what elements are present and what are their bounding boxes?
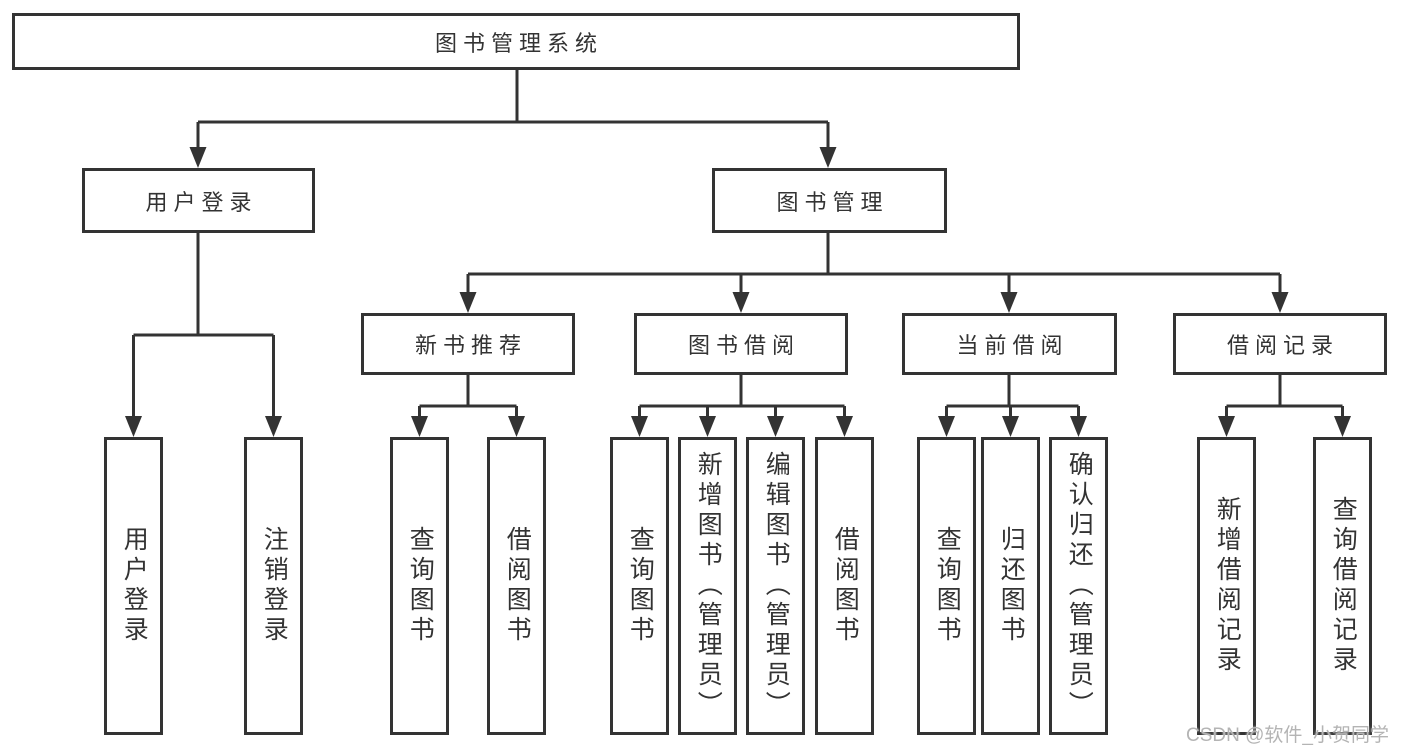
leaf-query-books-borrow: 查询图书 (610, 437, 669, 735)
leaf-edit-book-admin: 编辑图书（管理员） (746, 437, 805, 735)
node-library-system: 图书管理系统 (12, 13, 1020, 70)
node-borrow-records-label: 借阅记录 (1226, 333, 1339, 358)
leaf-borrow-book-recommend: 借阅图书 (487, 437, 546, 735)
leaf-return-book-label: 归还图书 (997, 526, 1026, 646)
leaf-borrow-book: 借阅图书 (815, 437, 874, 735)
leaf-add-borrow-record: 新增借阅记录 (1197, 437, 1256, 735)
node-user-login-branch: 用户登录 (82, 168, 315, 233)
node-new-book-recommend-label: 新书推荐 (414, 333, 527, 358)
leaf-borrow-book-recommend-label: 借阅图书 (503, 526, 532, 646)
leaf-logout: 注销登录 (244, 437, 303, 735)
node-book-borrow: 图书借阅 (634, 313, 848, 375)
node-book-borrow-label: 图书借阅 (687, 333, 800, 358)
leaf-add-borrow-record-label: 新增借阅记录 (1213, 496, 1242, 676)
leaf-return-book: 归还图书 (981, 437, 1040, 735)
leaf-add-book-admin-label: 新增图书（管理员） (694, 451, 723, 721)
leaf-query-books-current: 查询图书 (917, 437, 976, 735)
node-new-book-recommend: 新书推荐 (361, 313, 575, 375)
node-current-borrow: 当前借阅 (902, 313, 1117, 375)
csdn-watermark: CSDN @软件_小贺同学 (1186, 725, 1389, 746)
node-library-system-label: 图书管理系统 (434, 30, 603, 56)
leaf-edit-book-admin-label: 编辑图书（管理员） (762, 451, 791, 721)
node-book-management-label: 图书管理 (776, 189, 889, 215)
leaf-query-borrow-record-label: 查询借阅记录 (1329, 496, 1358, 676)
connector-paths (132, 70, 1344, 419)
leaf-query-books-recommend-label: 查询图书 (406, 526, 435, 646)
node-borrow-records: 借阅记录 (1173, 313, 1387, 375)
leaf-query-books-borrow-label: 查询图书 (626, 526, 655, 646)
node-current-borrow-label: 当前借阅 (956, 333, 1069, 358)
leaf-confirm-return-admin: 确认归还（管理员） (1049, 437, 1108, 735)
leaf-user-login-label: 用户登录 (120, 526, 149, 646)
node-user-login-branch-label: 用户登录 (145, 189, 258, 215)
leaf-query-books-recommend: 查询图书 (390, 437, 449, 735)
leaf-query-borrow-record: 查询借阅记录 (1313, 437, 1372, 735)
leaf-logout-label: 注销登录 (260, 526, 289, 646)
leaf-borrow-book-label: 借阅图书 (831, 526, 860, 646)
leaf-add-book-admin: 新增图书（管理员） (678, 437, 737, 735)
node-book-management: 图书管理 (712, 168, 947, 233)
leaf-query-books-current-label: 查询图书 (933, 526, 962, 646)
leaf-user-login: 用户登录 (104, 437, 163, 735)
leaf-confirm-return-admin-label: 确认归还（管理员） (1065, 451, 1094, 721)
arrowheads (125, 147, 1351, 437)
